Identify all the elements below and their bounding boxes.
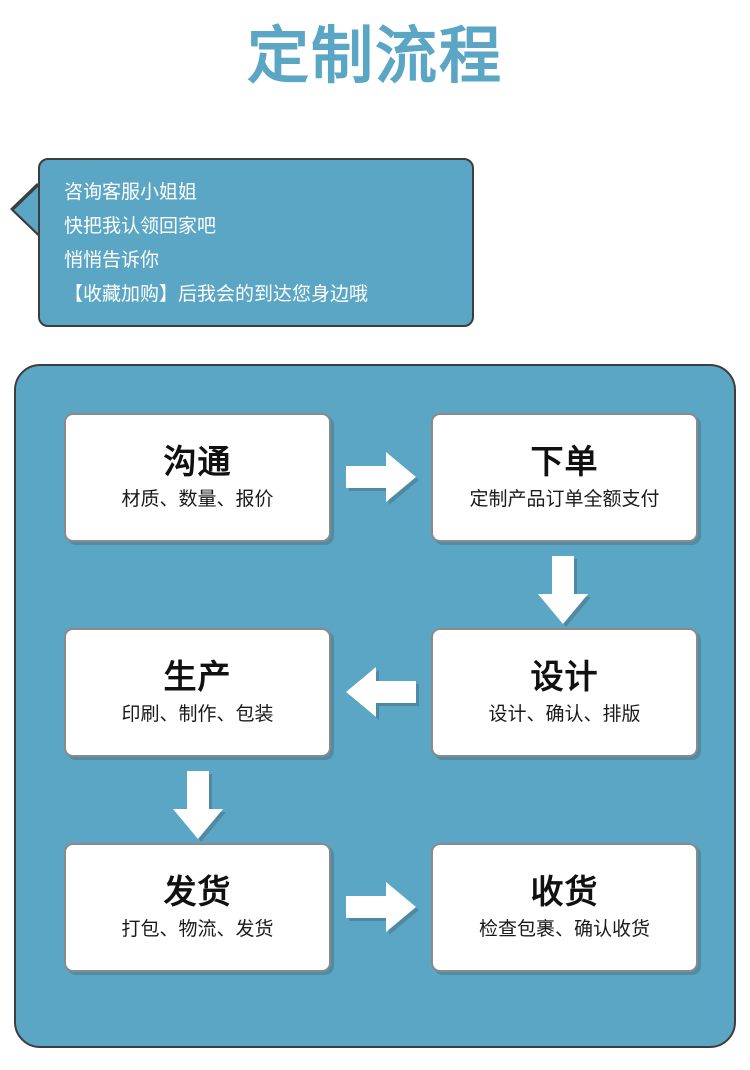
flow-step-shipping[interactable]: 发货 打包、物流、发货 <box>64 843 331 972</box>
arrow-right-icon <box>346 880 416 934</box>
arrow-down-icon <box>536 556 590 624</box>
flow-step-desc: 材质、数量、报价 <box>121 488 274 510</box>
speech-bubble-body <box>38 158 474 327</box>
page-title: 定制流程 <box>246 22 503 91</box>
arrow-right-icon <box>346 450 416 504</box>
arrow-left-icon <box>346 665 416 719</box>
flow-step-desc: 印刷、制作、包装 <box>121 703 274 725</box>
speech-bubble-tail-icon <box>14 184 41 236</box>
flow-step-receiving[interactable]: 收货 检查包裹、确认收货 <box>431 843 698 972</box>
bubble-line-1: 咨询客服小姐姐 <box>64 182 198 203</box>
flow-step-title: 生产 <box>163 657 232 695</box>
flow-step-title: 发货 <box>163 872 232 910</box>
flow-step-title: 沟通 <box>163 442 232 480</box>
flow-step-communication[interactable]: 沟通 材质、数量、报价 <box>64 413 331 542</box>
flow-diagram-panel: 沟通 材质、数量、报价 下单 定制产品订单全额支付 生产 印刷、制作、包装 设计… <box>14 364 736 1048</box>
flow-step-desc: 打包、物流、发货 <box>121 918 274 940</box>
flow-step-order[interactable]: 下单 定制产品订单全额支付 <box>431 413 698 542</box>
flow-step-desc: 检查包裹、确认收货 <box>478 918 650 940</box>
bubble-line-3: 悄悄告诉你 <box>64 250 160 271</box>
speech-bubble: 咨询客服小姐姐 快把我认领回家吧 悄悄告诉你 【收藏加购】后我会的到达您身边哦 <box>8 158 474 330</box>
speech-bubble-text: 咨询客服小姐姐 快把我认领回家吧 悄悄告诉你 【收藏加购】后我会的到达您身边哦 <box>64 176 464 312</box>
flow-step-design[interactable]: 设计 设计、确认、排版 <box>431 628 698 757</box>
flow-step-title: 设计 <box>530 657 599 695</box>
flow-step-title: 下单 <box>530 442 599 480</box>
bubble-line-4: 【收藏加购】后我会的到达您身边哦 <box>64 284 369 305</box>
flow-step-production[interactable]: 生产 印刷、制作、包装 <box>64 628 331 757</box>
arrow-down-icon <box>171 771 225 839</box>
flow-step-desc: 定制产品订单全额支付 <box>469 488 660 510</box>
flow-step-title: 收货 <box>530 872 599 910</box>
flow-step-desc: 设计、确认、排版 <box>488 703 641 725</box>
bubble-line-2: 快把我认领回家吧 <box>64 216 217 237</box>
